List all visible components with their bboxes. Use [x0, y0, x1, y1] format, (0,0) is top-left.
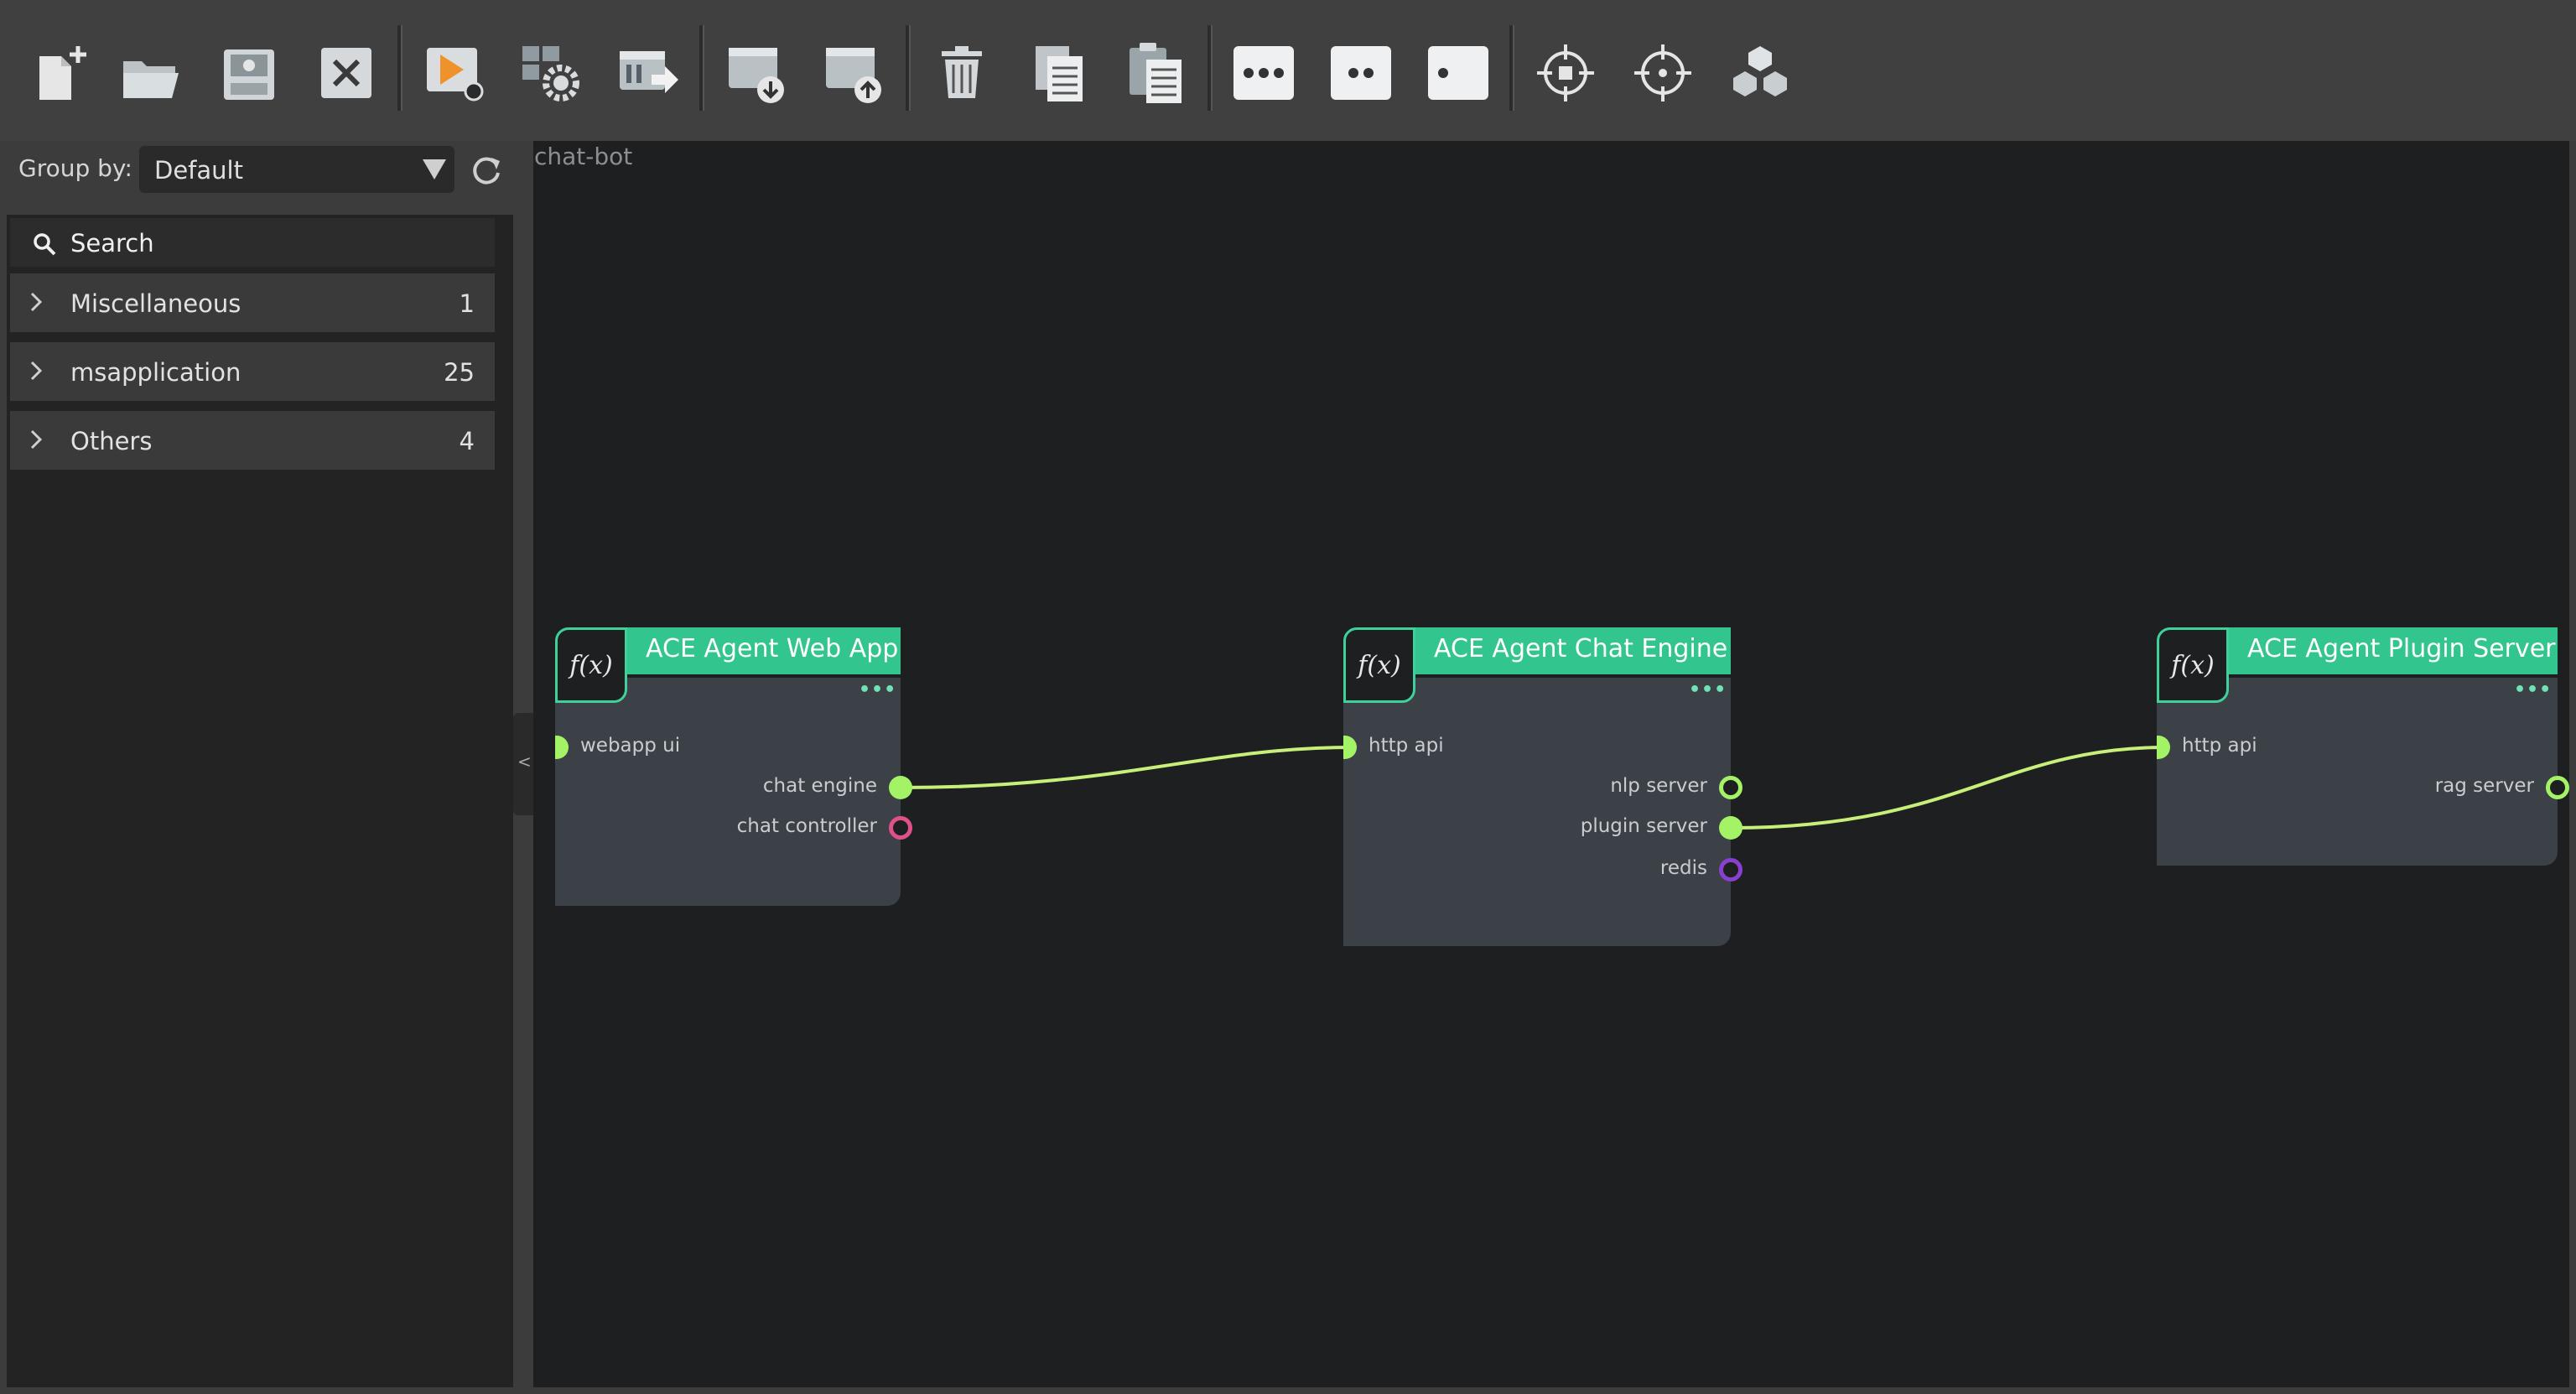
port-label: webapp ui	[580, 735, 681, 757]
output-port-nlp-server[interactable]	[1719, 776, 1742, 799]
close-x-icon	[321, 48, 371, 98]
output-port-rag-server[interactable]	[2546, 776, 2569, 799]
upload-button[interactable]	[817, 35, 892, 111]
download-button[interactable]	[719, 35, 795, 111]
collapse-arrow-icon: <	[517, 752, 532, 772]
save-disk-icon	[224, 49, 274, 100]
play-icon	[427, 48, 484, 101]
cubes-icon	[1733, 46, 1787, 96]
one-dot-button[interactable]	[1420, 35, 1496, 111]
port-label: chat engine	[762, 775, 877, 797]
output-port-redis[interactable]	[1719, 858, 1742, 882]
save-button[interactable]	[211, 35, 287, 111]
function-icon: f(x)	[1343, 627, 1415, 703]
paste-icon	[1130, 43, 1182, 103]
port-label: redis	[1659, 857, 1707, 879]
search-label: Search	[70, 229, 154, 257]
paste-button[interactable]	[1119, 35, 1194, 111]
deploy-button[interactable]	[610, 35, 686, 111]
category-miscellaneous[interactable]: Miscellaneous 1	[10, 273, 495, 332]
chevron-right-icon	[30, 361, 42, 381]
open-folder-button[interactable]	[114, 35, 190, 111]
port-label: plugin server	[1580, 815, 1707, 837]
crosshair-dot-icon	[1634, 44, 1691, 101]
node-title: ACE Agent Web App	[646, 634, 899, 663]
category-others[interactable]: Others 4	[10, 411, 495, 470]
port-label: http api	[2182, 735, 2257, 757]
node-ace-agent-chat-engine[interactable]: f(x) ACE Agent Chat Engine ••• http api …	[1343, 627, 1742, 1042]
group-by-row: Group by: Default	[0, 141, 520, 198]
input-port-http-api[interactable]	[1343, 736, 1357, 759]
node-ace-agent-web-app[interactable]: f(x) ACE Agent Web App ••• webapp ui cha…	[555, 627, 912, 1000]
group-by-label: Group by:	[18, 154, 132, 182]
group-by-value: Default	[154, 156, 243, 185]
two-dots-button[interactable]	[1323, 35, 1399, 111]
two-dots-icon	[1331, 46, 1391, 100]
category-name: msapplication	[70, 358, 242, 387]
canvas-title: chat-bot	[534, 143, 633, 170]
node-menu-dots-icon[interactable]: •••	[859, 679, 897, 700]
cubes-button[interactable]	[1722, 35, 1798, 111]
folder-open-icon	[123, 61, 179, 98]
port-label: http api	[1368, 735, 1444, 757]
output-port-chat-controller[interactable]	[889, 816, 912, 840]
one-dot-icon	[1428, 46, 1488, 100]
run-button[interactable]	[416, 35, 491, 111]
node-menu-dots-icon[interactable]: •••	[1689, 679, 1727, 700]
port-label: chat controller	[736, 815, 877, 837]
three-dots-button[interactable]	[1226, 35, 1301, 111]
category-name: Miscellaneous	[70, 289, 242, 318]
window-download-icon	[729, 48, 784, 103]
dropdown-arrow-icon	[423, 159, 446, 179]
new-file-icon	[39, 46, 86, 100]
window-arrow-icon	[620, 51, 678, 93]
settings-button[interactable]	[513, 35, 589, 111]
delete-button[interactable]	[924, 35, 1000, 111]
panel-collapse-handle[interactable]: <	[513, 713, 533, 815]
node-title: ACE Agent Plugin Server	[2247, 634, 2556, 663]
node-title: ACE Agent Chat Engine	[1434, 634, 1728, 663]
close-button[interactable]	[309, 35, 384, 111]
chevron-right-icon	[30, 429, 42, 450]
node-library-panel: Search Miscellaneous 1 msapplication 25 …	[7, 215, 513, 1387]
category-name: Others	[70, 427, 153, 455]
crosshair-icon	[1537, 44, 1594, 101]
function-icon: f(x)	[2157, 627, 2229, 703]
wire-plugin-server-to-http-api	[1730, 746, 2168, 830]
category-count: 4	[459, 427, 475, 455]
search-input[interactable]: Search	[10, 218, 495, 267]
wire-chat-engine-to-http-api	[900, 746, 1354, 789]
target-center-button[interactable]	[1625, 35, 1701, 111]
trash-icon	[942, 46, 982, 98]
window-upload-icon	[826, 48, 881, 103]
search-icon	[34, 233, 56, 256]
function-icon: f(x)	[555, 627, 627, 703]
port-label: nlp server	[1610, 775, 1707, 797]
three-dots-icon	[1233, 46, 1294, 100]
gear-icon	[522, 46, 579, 101]
node-menu-dots-icon[interactable]: •••	[2514, 679, 2553, 700]
connections-layer	[900, 746, 2168, 830]
copy-button[interactable]	[1021, 35, 1097, 111]
copy-icon	[1036, 46, 1083, 101]
category-count: 25	[444, 358, 475, 387]
chevron-right-icon	[30, 292, 42, 312]
new-file-button[interactable]	[25, 35, 101, 111]
input-port-http-api[interactable]	[2157, 736, 2170, 759]
output-port-plugin-server[interactable]	[1719, 816, 1742, 840]
category-count: 1	[459, 289, 475, 318]
refresh-icon[interactable]	[466, 151, 505, 190]
node-ace-agent-plugin-server[interactable]: f(x) ACE Agent Plugin Server ••• http ap…	[2157, 627, 2569, 960]
graph-canvas[interactable]: chat-bot f(x) ACE Agent Web App ••• weba…	[533, 141, 2569, 1387]
port-label: rag server	[2434, 775, 2534, 797]
group-by-select[interactable]: Default	[139, 146, 454, 193]
input-port-webapp-ui[interactable]	[555, 736, 569, 759]
toolbar	[0, 0, 2576, 141]
target-focus-button[interactable]	[1528, 35, 1603, 111]
category-msapplication[interactable]: msapplication 25	[10, 342, 495, 401]
output-port-chat-engine[interactable]	[889, 776, 912, 799]
